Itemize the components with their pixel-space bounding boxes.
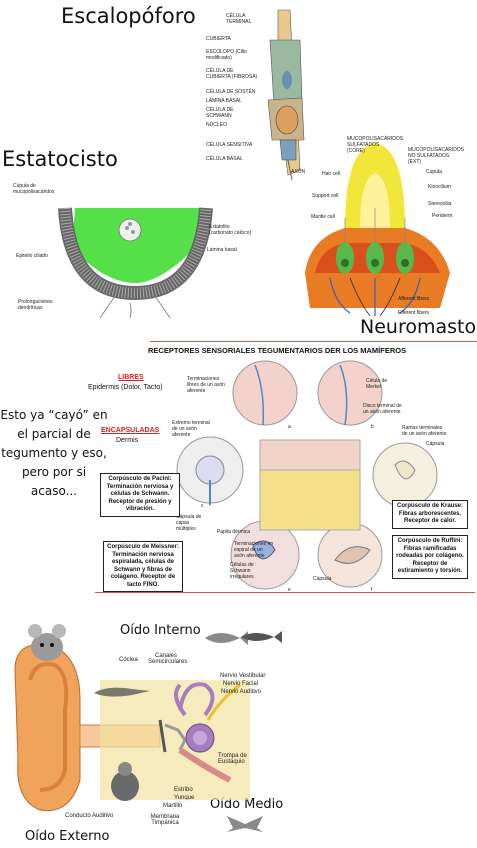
label: Cápsula de capas múltiples <box>176 514 202 532</box>
label-facial: Nervio Facial <box>223 681 259 687</box>
label: Extremo terminal de un axón aferente <box>172 420 210 438</box>
bat-image <box>227 816 263 832</box>
label: LÁMINA BASAL <box>206 98 242 104</box>
label: CÉLULA TERMINAL <box>226 13 252 25</box>
oido-medio-title: Oído Medio <box>210 797 284 812</box>
label: CÉLULA DE CUBIERTA (FIBROSA) <box>206 68 258 80</box>
ear-diagram <box>14 643 250 812</box>
label: Cápsula <box>313 576 332 582</box>
encapsuladas-label: ENCAPSULADAS <box>101 427 160 434</box>
axon-label: AXÓN <box>291 169 306 175</box>
label: CÉLULA DE SOSTÉN <box>206 89 256 95</box>
escalopoforo-diagram <box>267 9 305 181</box>
label-trompa: Trompa de Eustaquio <box>218 753 247 765</box>
fish-image-2 <box>241 631 282 643</box>
label-canales: Canales Semicirculares <box>148 653 188 665</box>
label: Célula de Merkel <box>366 378 388 390</box>
label-epitelio: Epitelio ciliado <box>16 253 48 259</box>
label: CUBIERTA <box>206 36 231 42</box>
label-yunque: Yunque <box>174 795 195 801</box>
escalop-labels: CÉLULA TERMINAL CUBIERTA ESCOLOPO (Cilio… <box>206 13 258 162</box>
divider <box>150 341 477 342</box>
label: Kinocilium <box>428 184 451 190</box>
label-vestibular: Nervio Vestibular <box>220 673 266 679</box>
label: CÉLULA SENSITIVA <box>206 142 253 148</box>
label: ESCOLOPO (Cilio modificado) <box>206 49 247 61</box>
label: Disco terminal de un axón aferente <box>363 403 402 415</box>
receptores-title: RECEPTORES SENSORIALES TEGUMENTARIOS DER… <box>148 346 407 355</box>
oido-externo-title: Oído Externo <box>25 829 110 844</box>
label: Mantle cell <box>311 214 335 220</box>
label: NÚCLEO <box>206 122 227 128</box>
label-estribo: Estribo <box>174 787 193 793</box>
label-auditivo: Nervio Auditivo <box>221 689 262 695</box>
letter-c: c <box>201 503 204 509</box>
letter-e: e <box>288 587 291 593</box>
letter-b: b <box>371 424 374 430</box>
krause-box: Corpúsculo de Krause: Fibras arborescent… <box>392 500 468 529</box>
letter-f: f <box>371 587 373 593</box>
label: Terminaciones en espiral de un axón afer… <box>234 541 274 559</box>
estatocisto-title: Estatocisto <box>2 147 118 171</box>
label: Afferent fibers <box>398 296 430 302</box>
label: Stereocilia <box>428 201 452 207</box>
label-prolong: Prolongaciones dendríticas <box>18 299 53 311</box>
letter-a: a <box>288 424 291 430</box>
neuromasto-title: Neuromasto <box>360 316 477 338</box>
merkel-circle <box>317 360 383 426</box>
label: Efferent fibers <box>398 310 430 316</box>
label: Support cell <box>312 193 339 199</box>
label-lamina: Lámina basal <box>207 247 237 253</box>
label: Cupula <box>426 169 442 175</box>
label: MUCOPOLISACÁRIDOS NO SULFATADOS (EXT) <box>408 147 465 165</box>
label: Hair cell <box>322 171 341 177</box>
label: Papila dérmica <box>217 529 251 535</box>
label: Periderm <box>432 213 453 219</box>
label-membrana: Membrana Timpánica <box>150 814 180 826</box>
ruffini-box: Corpúsculo de Ruffini: Fibras ramificada… <box>392 535 468 579</box>
note-text: Esto ya “cayó” en el parcial de tegument… <box>0 408 108 498</box>
neuromasto-diagram <box>305 143 450 317</box>
encapsuladas-desc: Dermis <box>116 437 139 444</box>
label-estatolito: Estatolito (carbonato cálcico) <box>209 224 252 236</box>
divider-2 <box>95 592 475 593</box>
fish-image-1 <box>205 631 248 645</box>
label: Ramas terminales de un axón aferente <box>402 425 447 437</box>
label: Cápsula <box>426 441 445 447</box>
crocodile-image <box>94 687 150 697</box>
label-cupula: Cúpula de mucopolisacáridos <box>13 183 55 195</box>
label: Terminaciones libres de un axón aferente <box>187 376 226 394</box>
label: MUCOPOLISACÁRIDOS SULFATADOS (CORE) <box>347 136 404 154</box>
mouse-image <box>28 624 66 661</box>
label: CÉLULA DE SCHWANN <box>206 107 234 119</box>
label-martillo: Martillo <box>163 803 183 809</box>
oido-interno-title: Oído Interno <box>120 623 201 638</box>
pacini-box: Corpúsculo de Pacini: Terminación nervio… <box>100 473 180 517</box>
libres-desc: Epidermis (Dolor, Tacto) <box>88 384 163 391</box>
label: CÉLULA BASAL <box>206 156 243 162</box>
meissner-box: Corpúsculo de Meissner: Terminación nerv… <box>103 541 183 592</box>
label-coclea: Cóclea <box>119 657 138 663</box>
escalopoforo-title: Escalopóforo <box>61 4 196 28</box>
label-conducto: Conducto Auditivo <box>65 813 114 819</box>
label: Células de Schwann irregulares <box>230 562 254 580</box>
bird-image <box>111 762 139 801</box>
estatocisto-diagram <box>58 207 213 319</box>
free-endings-circle <box>232 360 298 426</box>
libres-label: LIBRES <box>118 374 144 381</box>
